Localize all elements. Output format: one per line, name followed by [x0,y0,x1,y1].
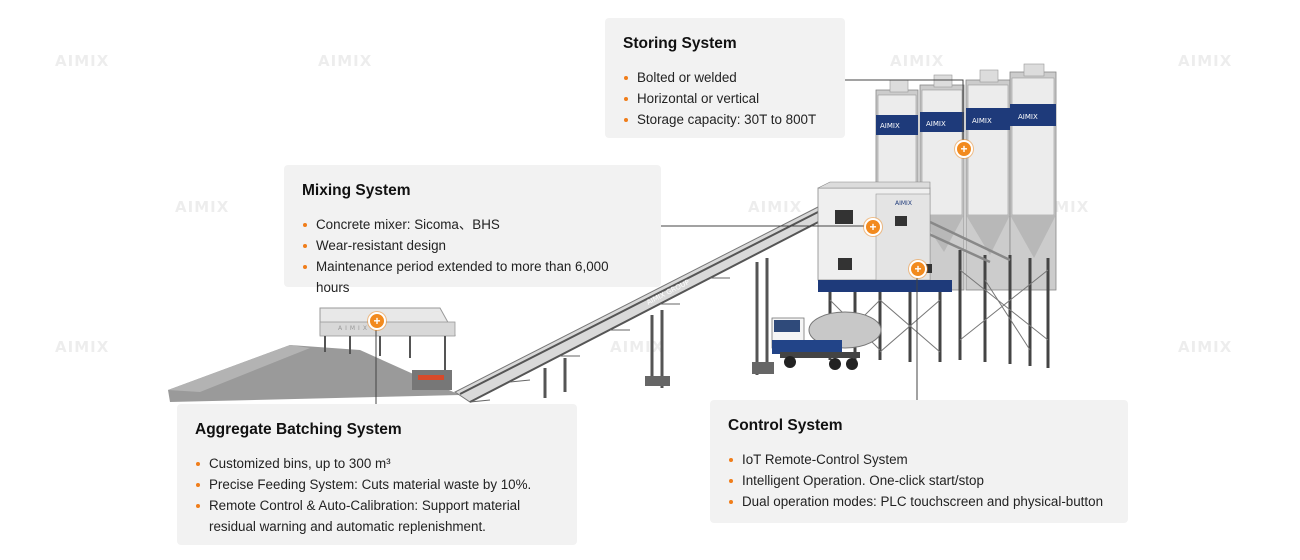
list-item: Maintenance period extended to more than… [302,256,643,298]
bin-label: AIMIX [338,325,370,332]
control-system-title: Control System [728,417,843,434]
list-item: Customized bins, up to 300 m³ [195,453,559,474]
silo-label: AIMIX [972,117,992,125]
list-item: Wear-resistant design [302,235,643,256]
mixing-system-list: Concrete mixer: Sicoma、BHS Wear-resistan… [302,214,643,298]
inclined-conveyor: AIMIX GROUP [454,206,831,403]
aggregate-batching-list: Customized bins, up to 300 m³ Precise Fe… [195,453,559,537]
list-item: Horizontal or vertical [623,88,827,109]
aggregate-hotspot[interactable]: + [368,312,386,330]
list-item: Concrete mixer: Sicoma、BHS [302,214,643,235]
tower-label: AIMIX [895,200,912,207]
watermark: AIMIX [748,198,803,216]
list-item: Bolted or welded [623,67,827,88]
list-item: Remote Control & Auto-Calibration: Suppo… [195,495,549,537]
watermark: AIMIX [890,52,945,70]
mixing-system-title: Mixing System [302,182,411,199]
aggregate-batching-card: Aggregate Batching System Customized bin… [177,404,577,545]
control-system-card: Control System IoT Remote-Control System… [710,400,1128,523]
watermark: AIMIX [55,338,110,356]
control-system-list: IoT Remote-Control System Intelligent Op… [728,449,1110,512]
leader-lines [375,79,964,404]
aggregate-batching-title: Aggregate Batching System [195,421,402,438]
storing-system-list: Bolted or welded Horizontal or vertical … [623,67,827,130]
silo-label: AIMIX [1018,113,1038,121]
mixing-hotspot[interactable]: + [864,218,882,236]
watermark: AIMIX [610,338,665,356]
aggregate-bin-unit: AIMIX [319,307,456,390]
watermark: AIMIX [1178,52,1233,70]
watermark: AIMIX [175,198,230,216]
list-item: Dual operation modes: PLC touchscreen an… [728,491,1110,512]
mixer-truck [771,311,882,370]
list-item: Precise Feeding System: Cuts material wa… [195,474,559,495]
silo-label: AIMIX [926,120,946,128]
control-hotspot[interactable]: + [909,260,927,278]
storing-system-title: Storing System [623,35,737,52]
list-item: Intelligent Operation. One-click start/s… [728,470,1110,491]
storing-hotspot[interactable]: + [955,140,973,158]
watermark: AIMIX [318,52,373,70]
list-item: Storage capacity: 30T to 800T [623,109,827,130]
watermark: AIMIX [1178,338,1233,356]
mixing-tower: AIMIX [817,181,952,362]
watermark: AIMIX [55,52,110,70]
silo-label: AIMIX [880,122,900,130]
mixing-system-card: Mixing System Concrete mixer: Sicoma、BHS… [284,165,661,295]
storing-system-card: Storing System Bolted or welded Horizont… [605,18,845,138]
list-item: IoT Remote-Control System [728,449,1110,470]
